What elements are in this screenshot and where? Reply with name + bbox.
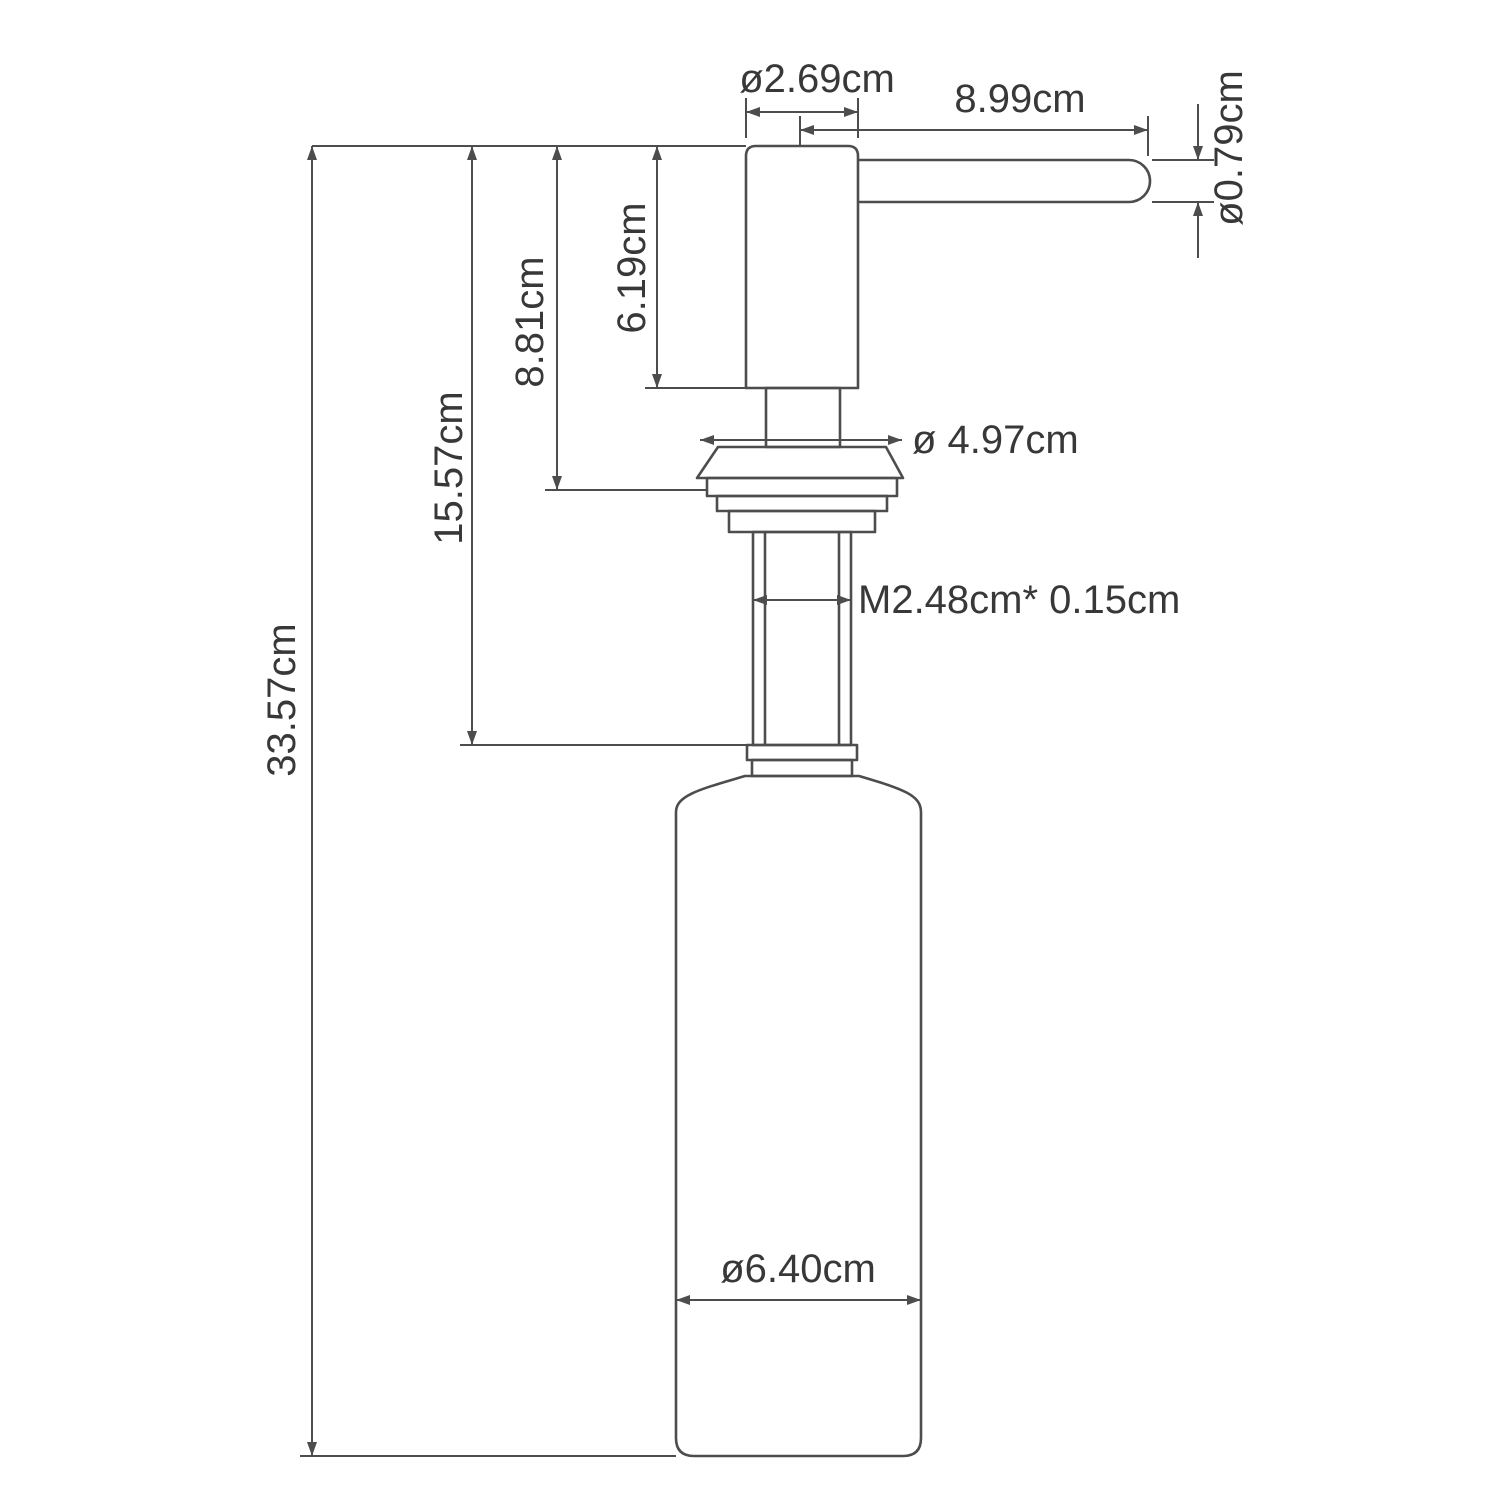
label-spout-diameter: ø0.79cm: [1207, 70, 1251, 226]
label-head-height: 6.19cm: [610, 202, 654, 333]
flange-shape: [695, 445, 905, 480]
flange-ring-3: [727, 509, 877, 534]
dimension-lines: [300, 98, 1214, 1457]
label-flange-diameter: ø 4.97cm: [912, 418, 1079, 462]
label-spout-length: 8.99cm: [954, 77, 1085, 121]
bottle-shape: [674, 774, 923, 1458]
flange-ring-2: [715, 494, 889, 513]
label-thread-spec: M2.48cm* 0.15cm: [858, 578, 1180, 622]
label-total-height: 33.57cm: [260, 623, 304, 776]
coupling-ring-2: [750, 758, 854, 778]
threaded-shaft-shape: [751, 530, 853, 747]
spout-shape: [858, 158, 1152, 204]
coupling-ring-1: [745, 743, 859, 762]
pump-head-shape: [744, 144, 860, 390]
label-upper-assembly-height: 8.81cm: [508, 256, 552, 387]
dispenser-outline: [674, 144, 1152, 1458]
label-bottle-diameter: ø6.40cm: [720, 1247, 876, 1291]
flange-ring-1: [705, 476, 899, 498]
label-head-diameter: ø2.69cm: [739, 57, 895, 101]
label-above-counter-height: 15.57cm: [427, 391, 471, 544]
dimension-labels: ø2.69cm 8.99cm ø0.79cm 6.19cm 8.81cm 15.…: [260, 57, 1251, 1291]
neck-shape: [764, 386, 842, 449]
